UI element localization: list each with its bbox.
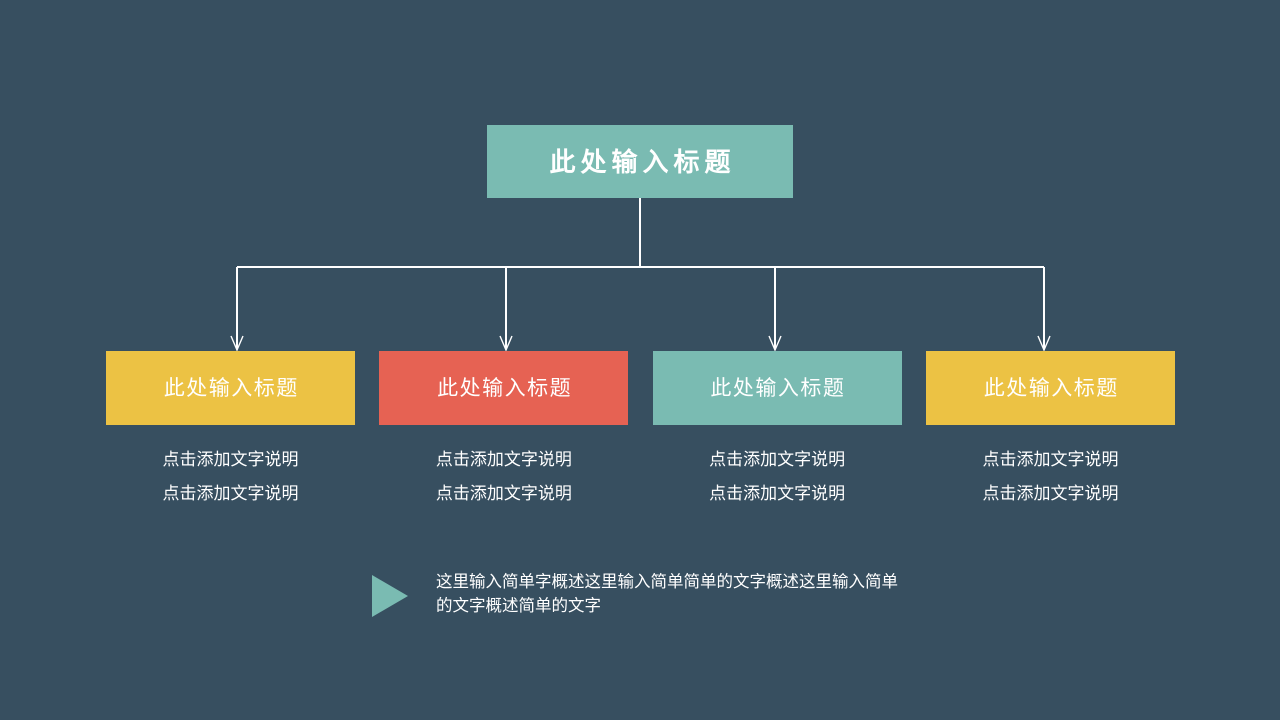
branch-title-2: 此处输入标题 (437, 376, 573, 400)
branch-box-4[interactable]: 此处输入标题 (925, 351, 1175, 425)
branch-box-1[interactable]: 此处输入标题 (106, 351, 355, 425)
branch-desc-line: 点击添加文字说明 (709, 450, 846, 469)
branch-desc-line: 点击添加文字说明 (162, 450, 299, 469)
play-triangle-icon (372, 575, 408, 617)
branch-column-2: 此处输入标题 点击添加文字说明 点击添加文字说明 (379, 351, 629, 511)
branch-row: 此处输入标题 点击添加文字说明 点击添加文字说明 此处输入标题 点击添加文字说明… (106, 351, 1175, 511)
branch-desc-1: 点击添加文字说明 点击添加文字说明 (163, 443, 299, 511)
branch-desc-line: 点击添加文字说明 (435, 484, 572, 503)
arrow-down-icon-1 (230, 335, 244, 352)
footer-note: 这里输入简单字概述这里输入简单简单的文字概述这里输入简单的文字概述简单的文字 (372, 570, 912, 618)
branch-desc-line: 点击添加文字说明 (162, 484, 299, 503)
branch-desc-line: 点击添加文字说明 (435, 450, 572, 469)
root-node[interactable]: 此处输入标题 (487, 125, 793, 198)
branch-box-3[interactable]: 此处输入标题 (652, 351, 902, 425)
branch-desc-3: 点击添加文字说明 点击添加文字说明 (709, 443, 845, 511)
branch-box-2[interactable]: 此处输入标题 (379, 351, 629, 425)
branch-column-3: 此处输入标题 点击添加文字说明 点击添加文字说明 (652, 351, 902, 511)
arrow-down-icon-4 (1037, 335, 1051, 352)
arrow-down-icon-3 (768, 335, 782, 352)
branch-column-4: 此处输入标题 点击添加文字说明 点击添加文字说明 (925, 351, 1175, 511)
footer-note-text: 这里输入简单字概述这里输入简单简单的文字概述这里输入简单的文字概述简单的文字 (436, 573, 898, 615)
root-node-title: 此处输入标题 (549, 146, 736, 177)
branch-desc-4: 点击添加文字说明 点击添加文字说明 (982, 443, 1118, 511)
branch-desc-line: 点击添加文字说明 (982, 484, 1119, 503)
arrow-down-icon-2 (499, 335, 513, 352)
branch-desc-line: 点击添加文字说明 (709, 484, 846, 503)
branch-title-1: 此处输入标题 (163, 376, 299, 400)
branch-column-1: 此处输入标题 点击添加文字说明 点击添加文字说明 (106, 351, 355, 511)
branch-desc-line: 点击添加文字说明 (982, 450, 1119, 469)
branch-desc-2: 点击添加文字说明 点击添加文字说明 (436, 443, 572, 511)
branch-title-4: 此处输入标题 (983, 376, 1119, 400)
branch-title-3: 此处输入标题 (710, 376, 846, 400)
